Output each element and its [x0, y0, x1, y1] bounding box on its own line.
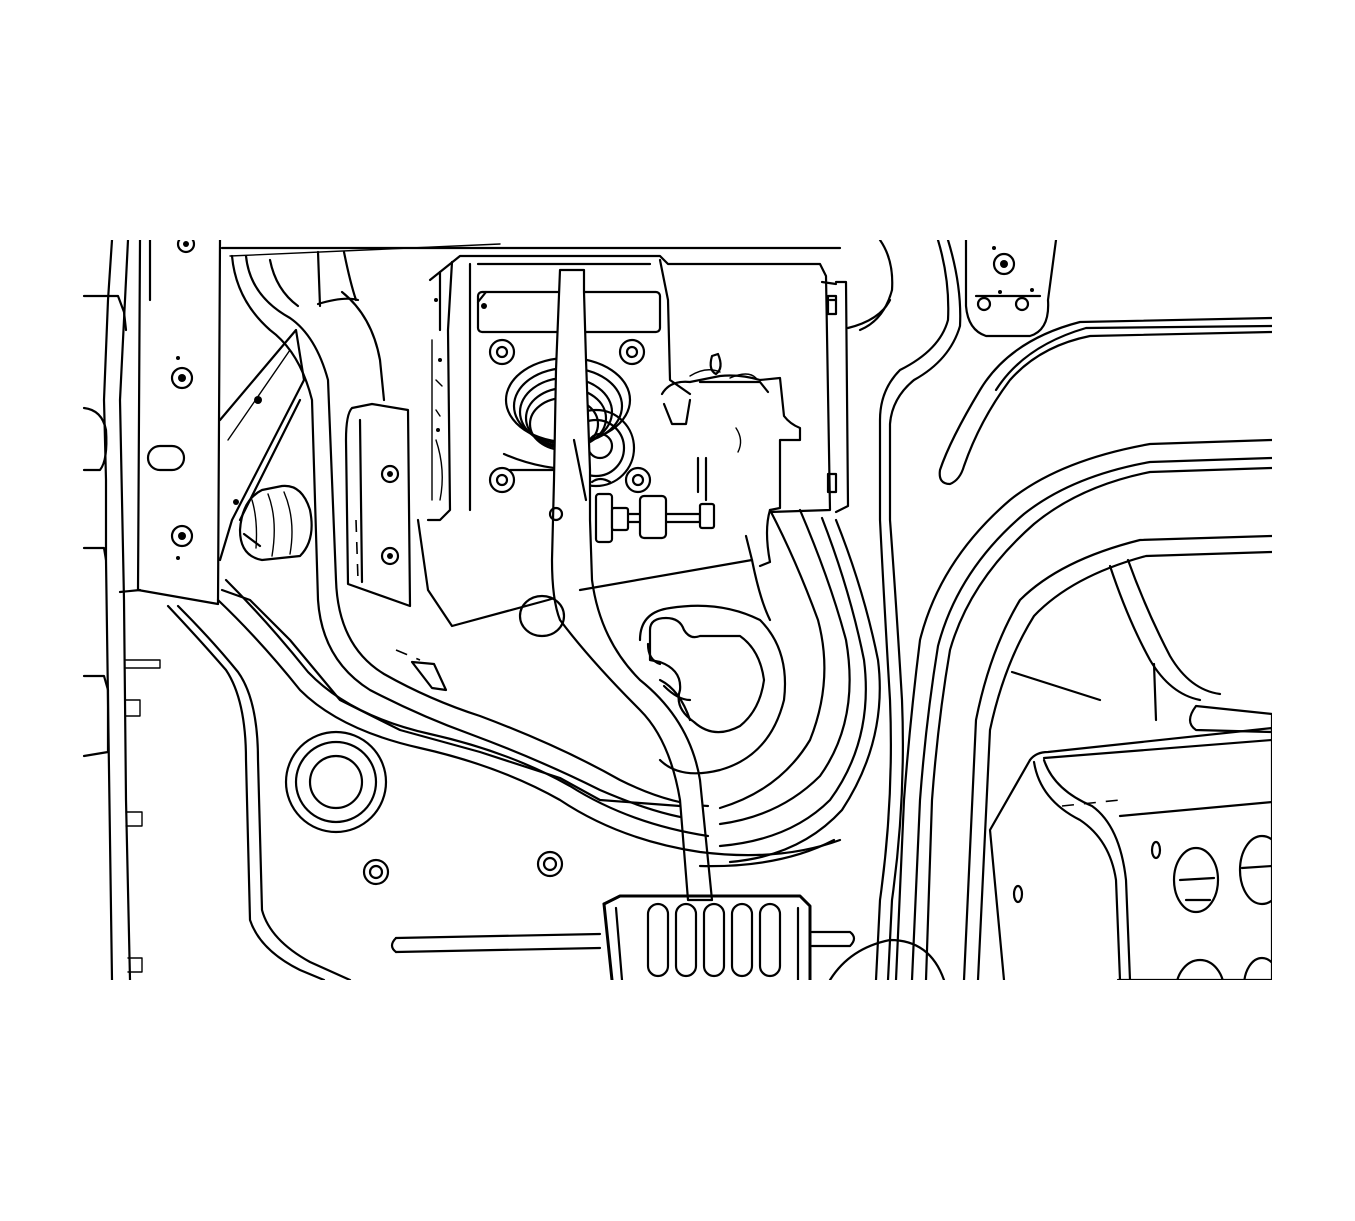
transmission-tunnel: [698, 508, 881, 868]
floor-access-hole: [518, 594, 566, 638]
seat-mounting-bracket: [988, 704, 1272, 980]
floor-drain-hole: [284, 730, 388, 834]
bolt-icon: [488, 466, 516, 494]
bolt-icon: [992, 252, 1016, 276]
center-plate-bracket: [344, 402, 582, 692]
left-kick-panel-bracket: [118, 240, 222, 606]
brake-pedal-arm: [548, 268, 714, 902]
dash-reinforcement-channel: [220, 243, 842, 822]
bolt-icon: [176, 240, 196, 254]
floor-stiffening-rib: [390, 930, 856, 954]
bolt-icon: [380, 464, 400, 484]
bolt-icon: [362, 858, 390, 886]
pedal-grip-ribs: [646, 902, 782, 978]
bolt-icon: [624, 466, 652, 494]
floor-panel: [166, 578, 842, 980]
left-door-pillar: [82, 240, 161, 980]
seat-frame: [894, 316, 1272, 980]
bolt-icon: [170, 366, 194, 390]
bolt-icon: [618, 338, 646, 366]
bracket-linkage: [660, 352, 802, 568]
tunnel-recess: [578, 534, 787, 775]
brake-pedal-pad: [602, 894, 812, 980]
actuator-cylinder: [238, 484, 313, 562]
brake-booster-pushrod: [590, 477, 716, 544]
bolt-icon: [488, 338, 516, 366]
bolt-icon: [170, 524, 194, 548]
pedal-mounting-bracket: [426, 254, 850, 522]
seat-cushion-edge: [828, 938, 946, 980]
upper-right-bracket: [964, 240, 1058, 338]
bolt-icon: [380, 546, 400, 566]
center-pillar: [846, 240, 962, 980]
bolt-icon: [536, 850, 564, 878]
